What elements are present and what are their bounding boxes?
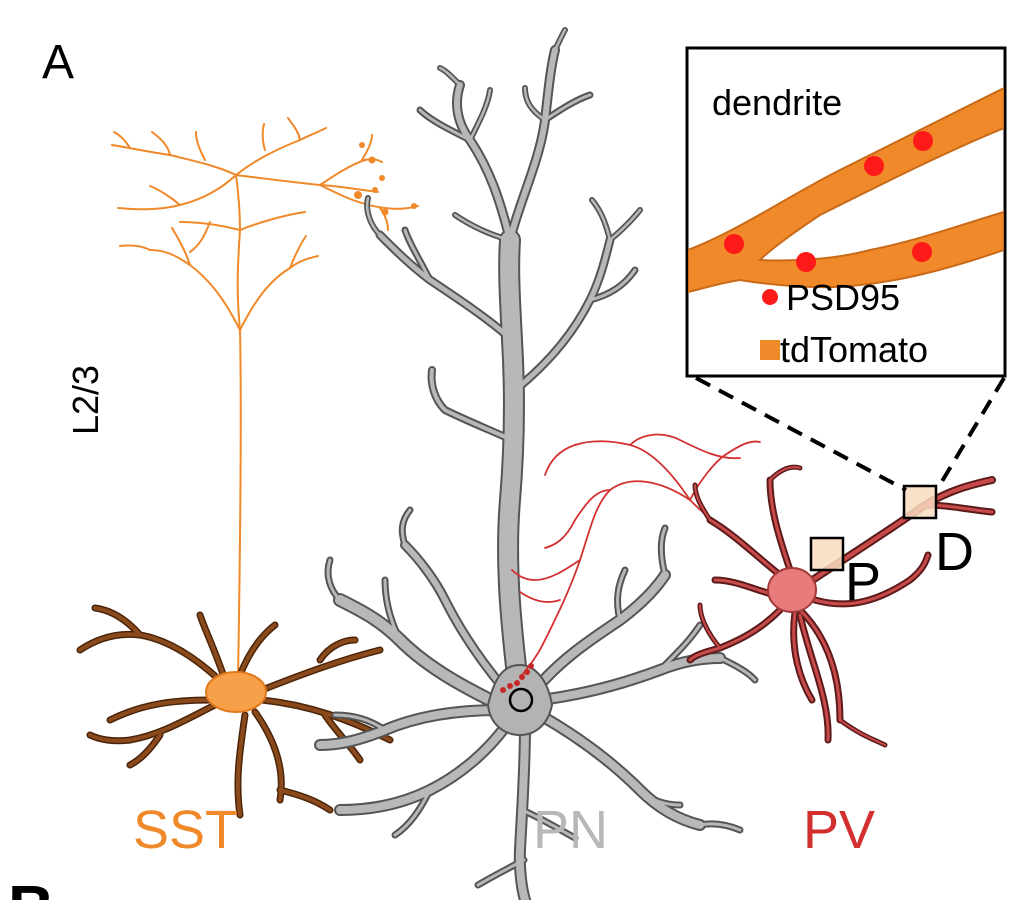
legend-tdtomato-label: tdTomato	[780, 329, 928, 370]
inset-frame	[685, 46, 1007, 378]
pn-soma-marker	[508, 687, 534, 713]
legend-psd95-dot	[762, 289, 778, 305]
inset-psd95-puncta	[724, 131, 933, 272]
sst-neuron	[76, 117, 419, 819]
pv-neuron	[686, 464, 996, 748]
roi-proximal-label: P	[845, 552, 881, 612]
roi-distal-label: D	[935, 522, 974, 582]
zoom-line-left	[695, 376, 907, 492]
legend-tdtomato-square	[760, 340, 780, 360]
pv-boutons-on-pn	[500, 663, 534, 693]
pn-neuron	[314, 27, 759, 900]
sst-label: SST	[133, 800, 238, 860]
inset-title: dendrite	[712, 82, 842, 123]
sst-boutons	[354, 142, 417, 216]
pv-axon	[511, 433, 791, 676]
roi-distal-box	[902, 484, 938, 520]
panel-letter-top: A	[42, 36, 74, 89]
pn-soma	[486, 663, 554, 737]
pn-label: PN	[533, 800, 608, 860]
pn-dendrites-fill	[316, 28, 757, 900]
zoom-line-right	[936, 376, 1006, 490]
panel-letter-bottom: B	[8, 872, 54, 900]
pv-dendrites-outline	[686, 464, 996, 748]
dendrite-inset: dendrite PSD95 tdTomato	[685, 46, 1007, 378]
pv-label: PV	[803, 800, 875, 860]
sst-soma	[205, 671, 267, 713]
legend-psd95-label: PSD95	[786, 277, 900, 318]
sst-axon-arbor	[111, 117, 419, 681]
pv-soma	[767, 567, 817, 613]
layer-label: L2/3	[65, 365, 106, 435]
roi-proximal-box	[809, 536, 845, 572]
sst-dendrites-inner	[78, 606, 392, 817]
